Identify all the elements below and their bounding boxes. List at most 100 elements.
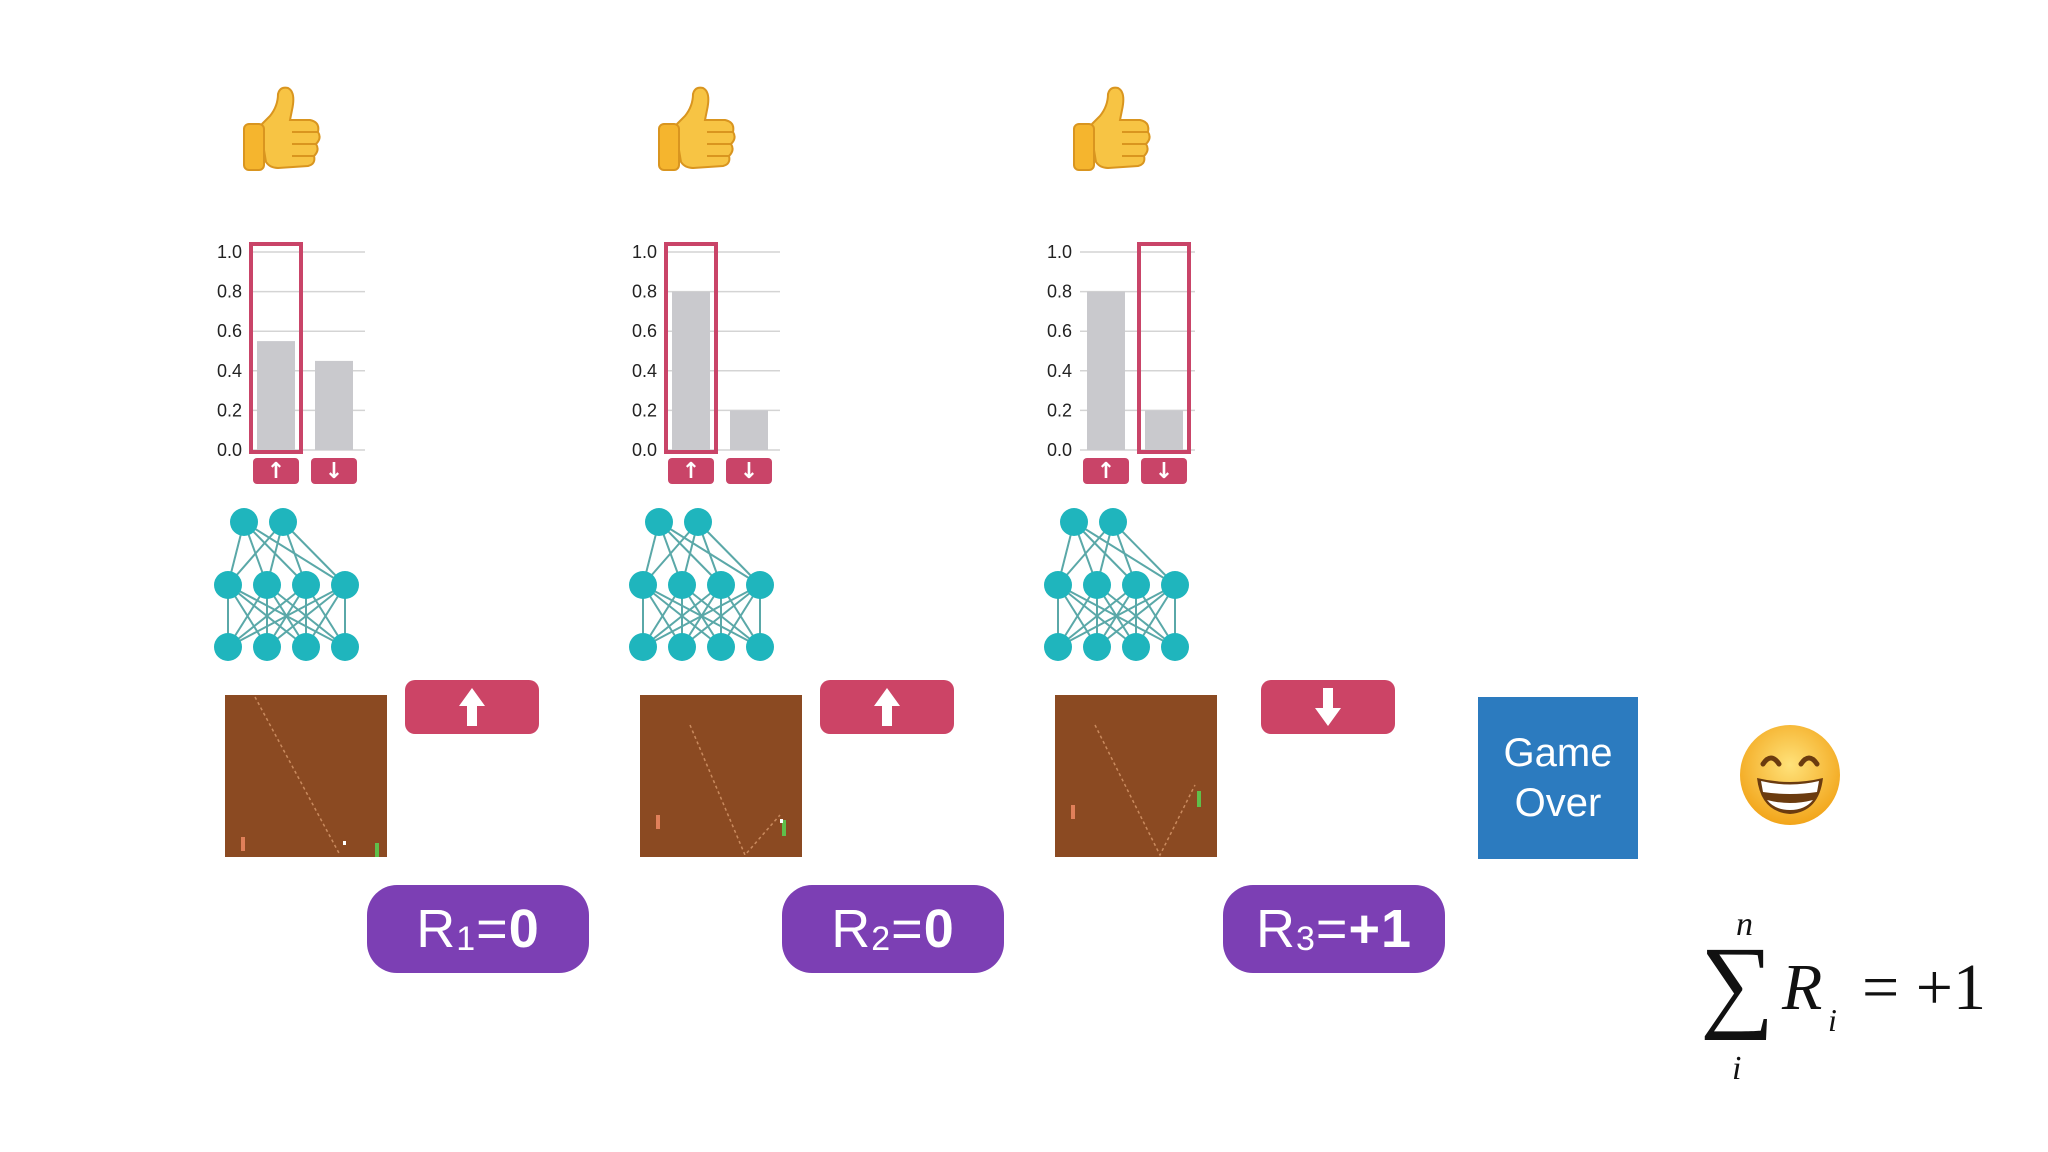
neuron	[746, 633, 774, 661]
neuron	[230, 508, 258, 536]
formula-variable: R	[1782, 951, 1823, 1024]
neuron	[1044, 571, 1072, 599]
bar-down	[315, 360, 353, 450]
reward-index: 2	[871, 919, 892, 958]
probability-chart-1: 0.00.20.40.60.81.0↑↓	[217, 242, 365, 484]
thumb-hand	[258, 86, 321, 170]
action-label-down	[726, 458, 772, 484]
neuron	[668, 633, 696, 661]
action-label-text: ↑	[267, 459, 285, 484]
network-edge	[1057, 584, 1176, 648]
game-over-box: Game Over	[1478, 697, 1638, 859]
left-paddle	[1071, 805, 1075, 819]
neuron	[629, 633, 657, 661]
neuron	[1083, 633, 1111, 661]
neuron	[629, 571, 657, 599]
network-edge	[282, 521, 346, 586]
bar-up	[257, 341, 295, 450]
y-tick-label: 0.6	[1047, 321, 1072, 341]
y-tick-label: 0.2	[217, 400, 242, 420]
y-tick-label: 0.2	[1047, 400, 1072, 420]
neural-network-2	[629, 508, 774, 661]
network-edge	[1096, 584, 1176, 648]
arrow-up-shape	[874, 688, 900, 726]
selected-action-box	[1137, 242, 1191, 454]
left-paddle	[656, 815, 660, 829]
formula-subscript: i	[1828, 1002, 1837, 1038]
formula-result: = +1	[1862, 951, 1986, 1024]
reward-value: +1	[1348, 899, 1413, 959]
action-label-text: ↑	[1097, 459, 1115, 484]
neuron	[1161, 571, 1189, 599]
arrow-up-shape	[459, 688, 485, 726]
arrow-down-shape	[1315, 688, 1341, 726]
neuron	[1122, 571, 1150, 599]
bar-up	[672, 291, 710, 450]
thumbs-up-graphic	[243, 86, 321, 171]
neural-network-3	[1044, 508, 1189, 661]
sum-lower-limit: i	[1732, 1050, 1742, 1087]
network-edge	[1112, 521, 1176, 586]
y-tick-label: 0.4	[1047, 361, 1072, 381]
right-paddle	[782, 820, 786, 836]
pong-frame-2	[640, 695, 802, 857]
neuron	[746, 571, 774, 599]
network-edge	[1073, 521, 1176, 586]
y-tick-label: 0.6	[632, 321, 657, 341]
thumbs-up-icon	[645, 80, 745, 180]
ball-trajectory	[1094, 724, 1196, 857]
thumb-hand	[1088, 86, 1151, 170]
neuron	[684, 508, 712, 536]
network-edge	[642, 584, 722, 648]
action-down-button-3	[1261, 680, 1395, 734]
network-edge	[658, 521, 722, 586]
y-tick-label: 0.8	[632, 282, 657, 302]
action-label-text: ↓	[740, 459, 758, 484]
network-edge	[642, 584, 761, 648]
neuron	[707, 571, 735, 599]
grinning-face-icon	[1735, 720, 1845, 830]
sum-upper-limit: n	[1736, 906, 1753, 943]
ball	[780, 819, 783, 823]
probability-chart-3: 0.00.20.40.60.81.0↑↓	[1047, 242, 1195, 484]
y-tick-label: 0.4	[217, 361, 242, 381]
thumb-wrist	[1073, 123, 1095, 171]
y-tick-label: 0.6	[217, 321, 242, 341]
y-tick-label: 0.0	[1047, 440, 1072, 460]
network-edge	[1057, 584, 1137, 648]
action-label-down	[1141, 458, 1187, 484]
action-label-text: ↑	[682, 459, 700, 484]
pong-frame-1	[225, 695, 387, 857]
pong-court	[225, 695, 387, 857]
neuron	[331, 633, 359, 661]
neuron	[253, 571, 281, 599]
probability-chart-2: 0.00.20.40.60.81.0↑↓	[632, 242, 780, 484]
thumb-wrist	[243, 123, 265, 171]
y-tick-label: 0.8	[217, 282, 242, 302]
neuron	[292, 571, 320, 599]
network-edge	[243, 521, 307, 586]
reward-prefix: R	[831, 899, 872, 959]
y-tick-label: 0.0	[632, 440, 657, 460]
arrow-up-icon	[874, 688, 900, 726]
action-label-up	[668, 458, 714, 484]
neuron	[707, 633, 735, 661]
network-edge	[658, 521, 761, 586]
y-tick-label: 1.0	[217, 242, 242, 262]
action-label-text: ↓	[1155, 459, 1173, 484]
game-over-line1: Game	[1503, 731, 1613, 775]
pong-court	[640, 695, 802, 857]
action-up-button-2	[820, 680, 954, 734]
reward-value: 0	[508, 899, 540, 959]
thumbs-up-graphic	[658, 86, 736, 171]
y-tick-label: 0.0	[217, 440, 242, 460]
thumbs-up-icon	[230, 80, 330, 180]
arrow-down-icon	[1315, 688, 1341, 726]
neuron	[1161, 633, 1189, 661]
thumbs-up-graphic	[1073, 86, 1151, 171]
sum-symbol: ∑	[1700, 926, 1775, 1041]
pong-court	[1055, 695, 1217, 857]
reward-equals: =	[891, 899, 924, 959]
network-edge	[227, 584, 307, 648]
